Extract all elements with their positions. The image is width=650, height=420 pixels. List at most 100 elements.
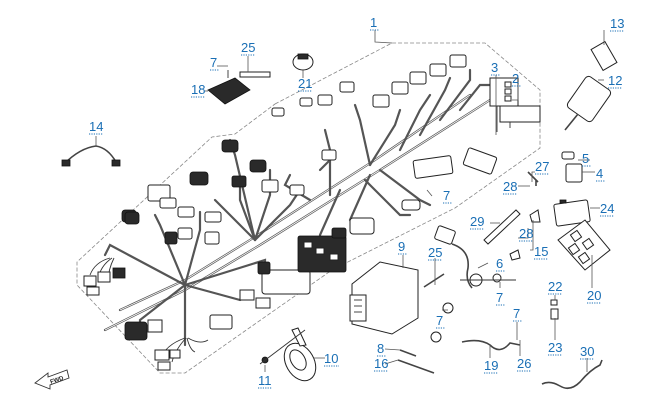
connector xyxy=(462,147,498,175)
battery-part xyxy=(553,199,591,227)
callout-1[interactable]: 1 xyxy=(370,15,379,31)
callout-7-ground[interactable]: 7 xyxy=(513,306,522,322)
svg-text:22: 22 xyxy=(548,279,562,294)
callout-16[interactable]: 16 xyxy=(374,356,388,372)
bolt-part xyxy=(442,302,454,314)
svg-text:29: 29 xyxy=(470,214,484,229)
ground-wire-part xyxy=(461,339,521,351)
svg-text:28: 28 xyxy=(519,226,533,241)
callout-20[interactable]: 20 xyxy=(587,288,601,304)
sub-harness-part xyxy=(61,145,121,167)
forward-arrow-icon: FWD xyxy=(34,369,70,390)
callout-6[interactable]: 6 xyxy=(496,256,505,272)
harness-group-outline xyxy=(76,42,541,374)
connector xyxy=(177,227,193,240)
callout-4[interactable]: 4 xyxy=(596,166,605,182)
callout-28-lower[interactable]: 28 xyxy=(519,226,533,242)
callout-9[interactable]: 9 xyxy=(398,239,407,255)
callout-3[interactable]: 3 xyxy=(491,60,500,76)
svg-text:6: 6 xyxy=(496,256,503,271)
callout-7-regulator[interactable]: 7 xyxy=(210,55,219,71)
callout-29[interactable]: 29 xyxy=(470,214,484,230)
connector xyxy=(159,197,177,209)
svg-text:24: 24 xyxy=(600,201,614,216)
callout-27[interactable]: 27 xyxy=(535,159,549,175)
callout-21[interactable]: 21 xyxy=(298,76,312,92)
svg-text:25: 25 xyxy=(241,40,255,55)
connector-part xyxy=(550,308,559,320)
svg-text:7: 7 xyxy=(443,188,450,203)
relay-part xyxy=(565,163,583,183)
connector xyxy=(339,81,355,93)
callout-13[interactable]: 13 xyxy=(610,16,624,32)
svg-text:9: 9 xyxy=(398,239,405,254)
callout-7-ecu[interactable]: 7 xyxy=(436,313,445,329)
callout-5[interactable]: 5 xyxy=(582,151,591,167)
callout-18[interactable]: 18 xyxy=(191,82,205,98)
svg-text:13: 13 xyxy=(610,16,624,31)
connector xyxy=(271,107,285,117)
connector-bundle xyxy=(83,257,126,296)
svg-text:28: 28 xyxy=(503,179,517,194)
callout-30[interactable]: 30 xyxy=(580,344,594,360)
callout-10[interactable]: 10 xyxy=(324,351,339,367)
callout-28-upper[interactable]: 28 xyxy=(503,179,517,195)
callout-12[interactable]: 12 xyxy=(608,73,622,89)
svg-text:16: 16 xyxy=(374,356,388,371)
callout-labels: 1 2 3 4 5 6 7 7 7 7 7 8 9 10 11 12 13 14… xyxy=(89,15,624,389)
callout-26[interactable]: 26 xyxy=(517,356,531,372)
callout-2[interactable]: 2 xyxy=(512,71,521,87)
connector xyxy=(257,261,271,275)
callout-22[interactable]: 22 xyxy=(548,279,562,295)
connector xyxy=(391,81,409,95)
callout-24[interactable]: 24 xyxy=(600,201,614,217)
callout-7-harness[interactable]: 7 xyxy=(443,188,452,204)
terminal-part xyxy=(527,171,539,186)
connector xyxy=(221,139,239,153)
remote-controller-part xyxy=(564,75,612,131)
battery-cable-part xyxy=(541,359,603,390)
svg-text:26: 26 xyxy=(517,356,531,371)
battery-strap-part xyxy=(483,209,521,245)
callout-8[interactable]: 8 xyxy=(377,341,386,357)
svg-text:12: 12 xyxy=(608,73,622,88)
callout-15[interactable]: 15 xyxy=(534,244,548,260)
bracket-part xyxy=(509,249,521,261)
connector xyxy=(147,184,171,202)
speed-sensor-part xyxy=(434,225,516,289)
callout-7-sensor[interactable]: 7 xyxy=(496,290,505,306)
callout-11[interactable]: 11 xyxy=(258,373,272,389)
svg-text:5: 5 xyxy=(582,151,589,166)
connector xyxy=(299,97,313,107)
callout-19[interactable]: 19 xyxy=(484,358,498,374)
svg-text:7: 7 xyxy=(210,55,217,70)
connector xyxy=(124,211,140,225)
svg-text:8: 8 xyxy=(377,341,384,356)
connector xyxy=(372,94,390,108)
callout-14[interactable]: 14 xyxy=(89,119,103,135)
connector xyxy=(409,71,427,85)
horn-part xyxy=(283,327,317,382)
label-sheet-part xyxy=(557,219,611,271)
connector xyxy=(255,297,271,309)
svg-text:20: 20 xyxy=(587,288,601,303)
connector-bundle xyxy=(124,319,163,341)
connector xyxy=(177,206,195,218)
svg-text:14: 14 xyxy=(89,119,103,134)
callout-25-bolt[interactable]: 25 xyxy=(428,245,442,261)
bracket-part xyxy=(529,209,541,223)
bolt-part xyxy=(430,331,442,343)
ecu-part xyxy=(349,261,419,335)
svg-text:4: 4 xyxy=(596,166,603,181)
fuse-box xyxy=(489,77,541,132)
ecu-connector xyxy=(261,269,311,295)
svg-text:2: 2 xyxy=(512,71,519,86)
callout-23[interactable]: 23 xyxy=(548,340,562,356)
leader-lines xyxy=(95,30,605,372)
relay-cap-part xyxy=(561,151,575,160)
connector xyxy=(317,94,333,106)
svg-text:19: 19 xyxy=(484,358,498,373)
connector xyxy=(239,289,255,301)
callout-25-strap[interactable]: 25 xyxy=(241,40,255,56)
